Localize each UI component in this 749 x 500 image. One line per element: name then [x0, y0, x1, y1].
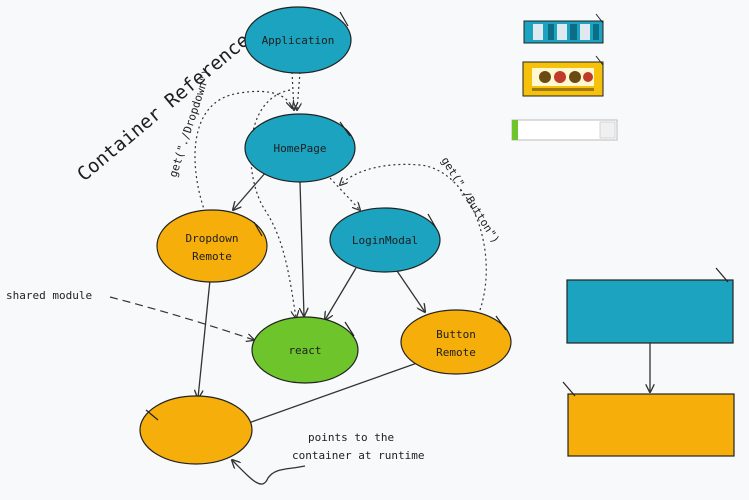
button-label-line1: Button	[436, 328, 476, 341]
edge-dropdown-container	[198, 279, 211, 398]
node-loginmodal: LoginModal	[329, 207, 441, 273]
node-dropdown-remote: Dropdown Remote	[156, 209, 268, 283]
edge-get-dropdown	[194, 90, 292, 213]
edge-loginmodal-button	[394, 267, 425, 312]
legend-orange-box	[562, 381, 735, 457]
button-label-line2: Remote	[436, 346, 476, 359]
green-thumbnail-image	[511, 119, 618, 141]
shared-module-note: shared module	[6, 289, 92, 302]
node-homepage: HomePage	[244, 113, 356, 183]
node-application: Application	[244, 6, 352, 74]
edge-application-homepage-a	[292, 71, 294, 110]
edge-shared-module	[109, 296, 254, 340]
dropdown-label-line1: Dropdown	[186, 232, 239, 245]
react-label: react	[288, 344, 321, 357]
loginmodal-label: LoginModal	[352, 234, 418, 247]
application-label: Application	[262, 34, 335, 47]
edge-loginmodal-react	[325, 267, 357, 320]
blue-thumbnail-image	[523, 13, 604, 44]
node-button-remote: Button Remote	[400, 309, 512, 375]
dropdown-label-line2: Remote	[192, 250, 232, 263]
get-button-label: get("./Button")	[438, 155, 502, 246]
orange-thumbnail-image	[522, 55, 604, 97]
edge-homepage-dropdown	[233, 171, 267, 210]
legend-blue-box	[566, 267, 734, 344]
edge-button-container	[240, 361, 421, 426]
edge-application-homepage-b	[297, 71, 300, 110]
node-container	[139, 395, 253, 465]
homepage-label: HomePage	[274, 142, 327, 155]
points-to-note-line1: points to the	[308, 431, 394, 444]
edge-dotted-to-react	[250, 89, 296, 318]
edge-get-button	[340, 163, 487, 311]
container-reference-title: Container Reference	[73, 29, 254, 186]
edge-points-to-container	[232, 460, 306, 485]
node-react: react	[251, 316, 359, 384]
edge-homepage-loginmodal	[329, 177, 360, 210]
edge-homepage-react	[300, 181, 304, 316]
points-to-note-line2: container at runtime	[292, 449, 424, 462]
